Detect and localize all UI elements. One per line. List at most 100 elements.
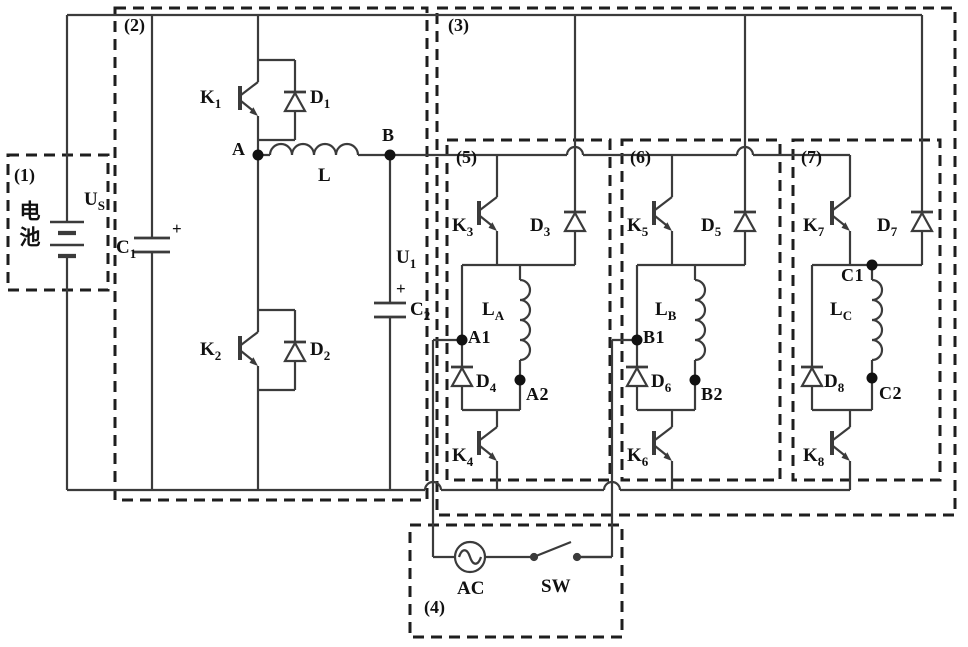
block-2-border — [113, 6, 429, 502]
transistor-K6-symbol — [652, 413, 674, 473]
inductor-L-coil — [268, 142, 360, 156]
block-6-border — [620, 138, 782, 482]
diode-D2-symbol — [282, 340, 308, 363]
label-C1: C1 — [116, 237, 137, 261]
transistor-K4-symbol — [477, 413, 499, 473]
label-LA: LA — [482, 299, 505, 323]
wiring — [50, 13, 924, 574]
label-SW: SW — [541, 576, 571, 597]
inductor-LA-coil — [519, 278, 532, 362]
label-D5: D5 — [701, 215, 722, 239]
label-block-5: (5) — [456, 147, 477, 167]
node-B1-dot — [631, 334, 643, 346]
label-node-B: B — [382, 125, 395, 145]
c2-polarity-plus: + — [396, 279, 406, 298]
ac-sw-branch — [453, 540, 612, 574]
battery-branch — [50, 15, 84, 490]
label-node-B2: B2 — [701, 384, 724, 404]
label-D8: D8 — [824, 371, 845, 395]
bottom-rail-wire-hops — [423, 480, 622, 491]
ac-sine-icon — [457, 549, 483, 565]
d1-parallel-wires — [258, 58, 297, 142]
label-D2: D2 — [310, 339, 331, 363]
battery-long-plates — [50, 220, 84, 247]
c1-polarity-plus: + — [172, 219, 182, 238]
d2-parallel-wires — [258, 308, 297, 392]
battery-short-plates — [58, 230, 76, 259]
label-D3: D3 — [530, 215, 551, 239]
label-node-B1: B1 — [643, 327, 666, 347]
leg-b-wires — [578, 15, 747, 559]
label-block-4: (4) — [424, 597, 445, 617]
block-3-border — [435, 6, 957, 517]
dashed-blocks — [6, 6, 957, 639]
diode-D1-symbol — [282, 90, 308, 113]
transistor-K1-symbol — [238, 68, 260, 128]
transistor-K7-symbol — [830, 183, 852, 243]
label-K7: K7 — [803, 215, 825, 239]
inductor-L-branch — [258, 142, 390, 157]
diode-D8-symbol — [799, 365, 825, 388]
node-A1-dot — [456, 334, 468, 346]
switch-left-terminal — [529, 552, 539, 562]
switch-right-terminal — [572, 552, 582, 562]
label-K2: K2 — [200, 339, 222, 363]
block-1-border — [6, 153, 110, 292]
block-7-border — [791, 138, 942, 482]
node-A-dot — [252, 149, 264, 161]
label-K5: K5 — [627, 215, 649, 239]
inductor-LC-coil — [871, 278, 884, 362]
label-block-1: (1) — [14, 165, 35, 185]
block-5-border — [445, 138, 612, 482]
label-D7: D7 — [877, 215, 898, 239]
label-C2-cap: C2 — [410, 299, 431, 323]
node-dots — [252, 149, 878, 386]
switch-blade — [535, 540, 572, 558]
label-node-A2: A2 — [526, 384, 549, 404]
label-D4: D4 — [476, 371, 497, 395]
label-block-6: (6) — [630, 147, 651, 167]
rails — [67, 13, 922, 492]
diode-D7-symbol — [909, 210, 935, 233]
label-LC: LC — [830, 299, 853, 323]
label-D6: D6 — [651, 371, 672, 395]
label-node-C1: C1 — [841, 265, 864, 285]
label-block-3: (3) — [448, 15, 469, 35]
label-node-C2: C2 — [879, 383, 902, 403]
node-A2-dot — [514, 374, 526, 386]
node-C1-dot — [866, 259, 878, 271]
label-block-7: (7) — [801, 147, 822, 167]
transistor-K3-symbol — [477, 183, 499, 243]
diode-D4-symbol — [449, 365, 475, 388]
label-battery-chinese: 电池 — [17, 200, 41, 252]
c2-plates — [374, 301, 406, 319]
diode-D6-symbol — [624, 365, 650, 388]
diode-D5-symbol — [732, 210, 758, 233]
block-4-border — [408, 523, 624, 639]
c1-branch — [134, 15, 170, 490]
b-wire-hops — [565, 145, 755, 156]
transistor-K5-symbol — [652, 183, 674, 243]
label-node-A1: A1 — [468, 327, 491, 347]
leg-a-wires — [431, 15, 577, 559]
node-B-dot — [384, 149, 396, 161]
label-K6: K6 — [627, 445, 649, 469]
diode-D3-symbol — [562, 210, 588, 233]
label-block-2: (2) — [124, 15, 145, 35]
label-AC: AC — [457, 578, 485, 599]
node-B2-dot — [689, 374, 701, 386]
label-L: L — [318, 165, 331, 186]
label-K3: K3 — [452, 215, 474, 239]
transistor-K8-symbol — [830, 413, 852, 473]
c2-branch — [374, 155, 406, 490]
c1-plates — [134, 236, 170, 254]
label-U1: U1 — [396, 247, 417, 271]
transistor-K2-symbol — [238, 318, 260, 378]
label-node-A: A — [232, 139, 246, 159]
halfbridge-branch — [256, 15, 297, 490]
leg-c-wires — [810, 15, 924, 490]
inductor-LB-coil — [694, 278, 707, 362]
label-D1: D1 — [310, 87, 331, 111]
